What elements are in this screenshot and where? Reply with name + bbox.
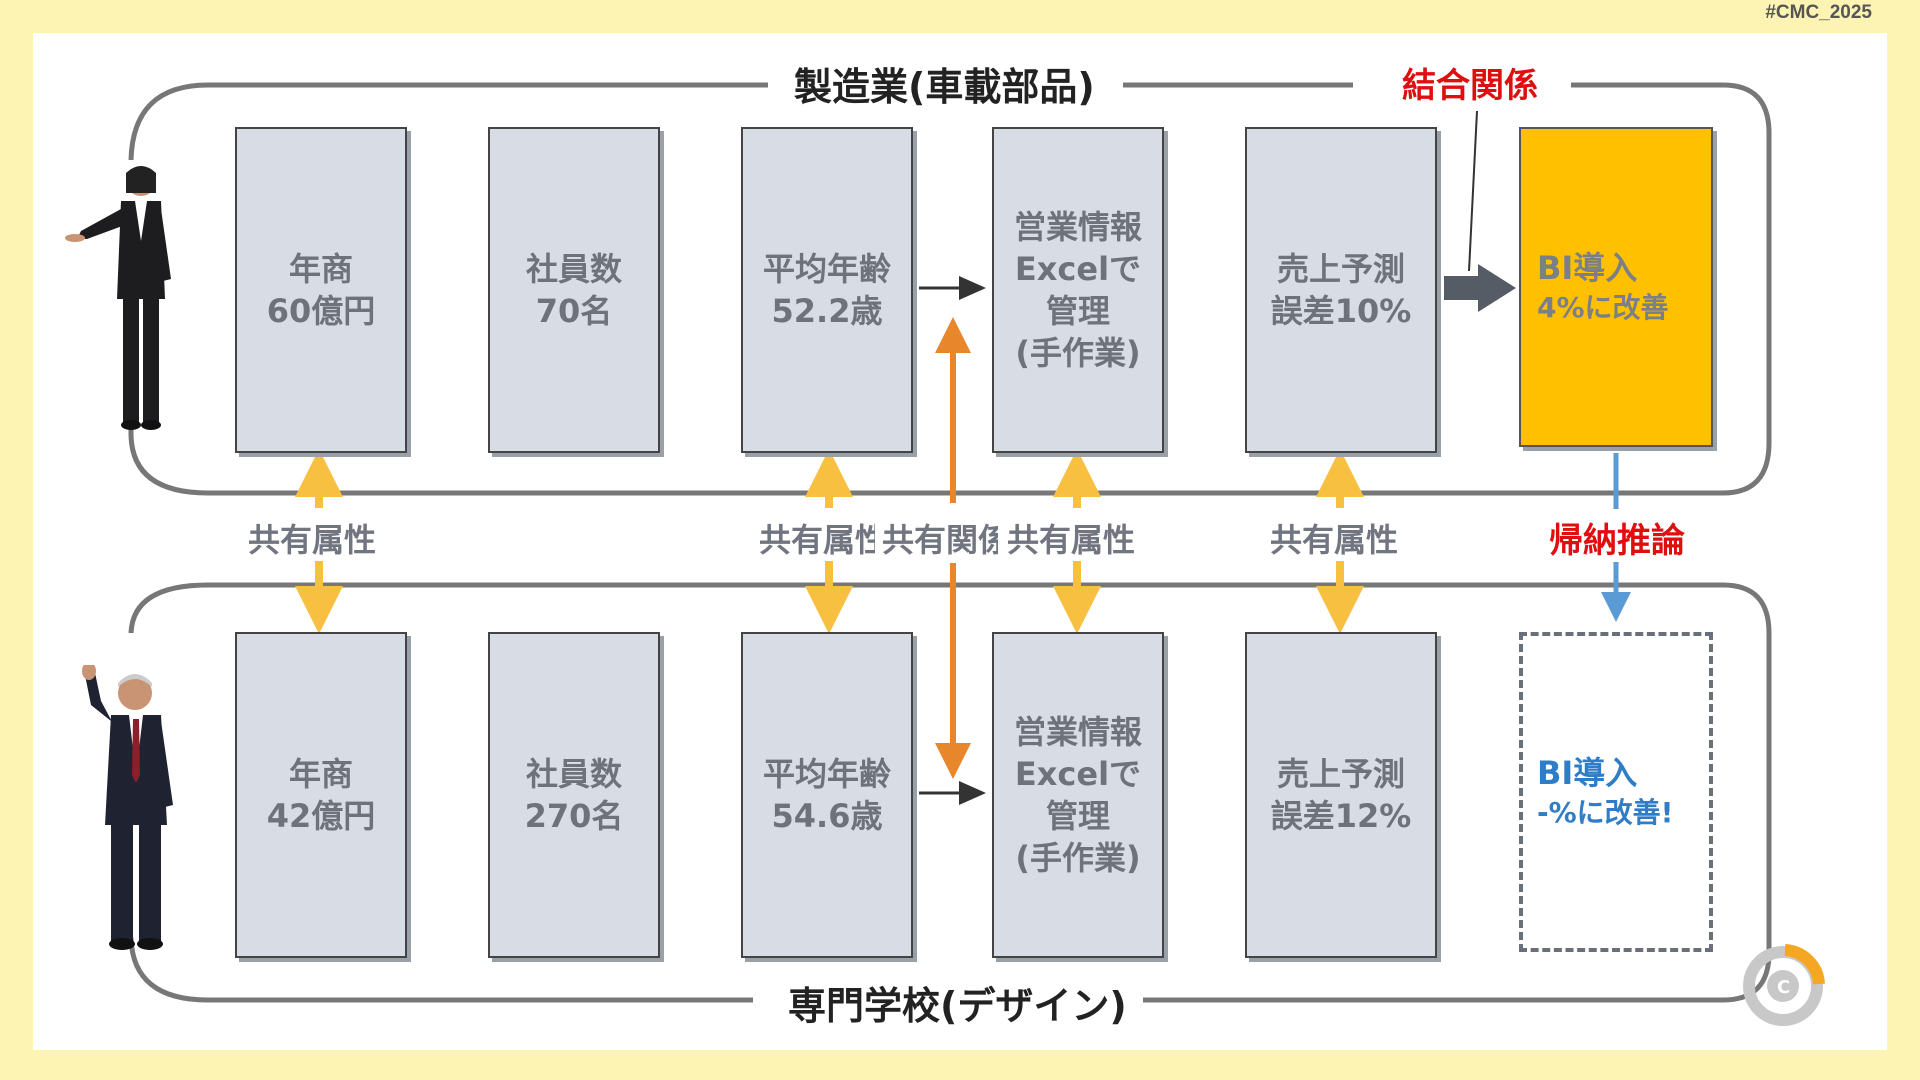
businesswoman-figure bbox=[65, 166, 171, 430]
shared-relation-label: 共有関係 bbox=[878, 515, 998, 561]
big-arrow-to-bi bbox=[1444, 264, 1516, 312]
bottom-forecast-error-box: 売上予測誤差12% bbox=[1245, 632, 1437, 958]
connector-layer: C bbox=[128, 82, 1825, 1026]
businessman-figure bbox=[82, 665, 173, 950]
top-forecast-error-box: 売上予測誤差10% bbox=[1245, 127, 1437, 453]
logo-icon: C bbox=[1743, 944, 1825, 1026]
relation-label: 結合関係 bbox=[1394, 58, 1546, 107]
bottom-bi-adoption-box: BI導入-%に改善! bbox=[1519, 632, 1713, 952]
bottom-group-frame bbox=[128, 582, 1772, 1003]
bottom-group-title: 専門学校(デザイン) bbox=[774, 975, 1141, 1030]
top-group-title: 製造業(車載部品) bbox=[780, 56, 1109, 111]
slide-canvas: C 製造業(車載部品) 専門学校(デザイン) 結合関係 帰納推論 共有属性 bbox=[33, 33, 1887, 1050]
shared-attribute-label-1: 共有属性 bbox=[244, 515, 381, 561]
shared-attribute-label-2: 共有属性 bbox=[755, 515, 875, 561]
hashtag: #CMC_2025 bbox=[1765, 2, 1872, 23]
relation-pointer-line bbox=[1468, 110, 1478, 272]
svg-text:C: C bbox=[1777, 977, 1790, 998]
top-group-frame bbox=[128, 82, 1772, 496]
induction-label: 帰納推論 bbox=[1541, 513, 1693, 562]
shared-attribute-label-3: 共有属性 bbox=[1003, 515, 1140, 561]
shared-attribute-label-4: 共有属性 bbox=[1266, 515, 1403, 561]
